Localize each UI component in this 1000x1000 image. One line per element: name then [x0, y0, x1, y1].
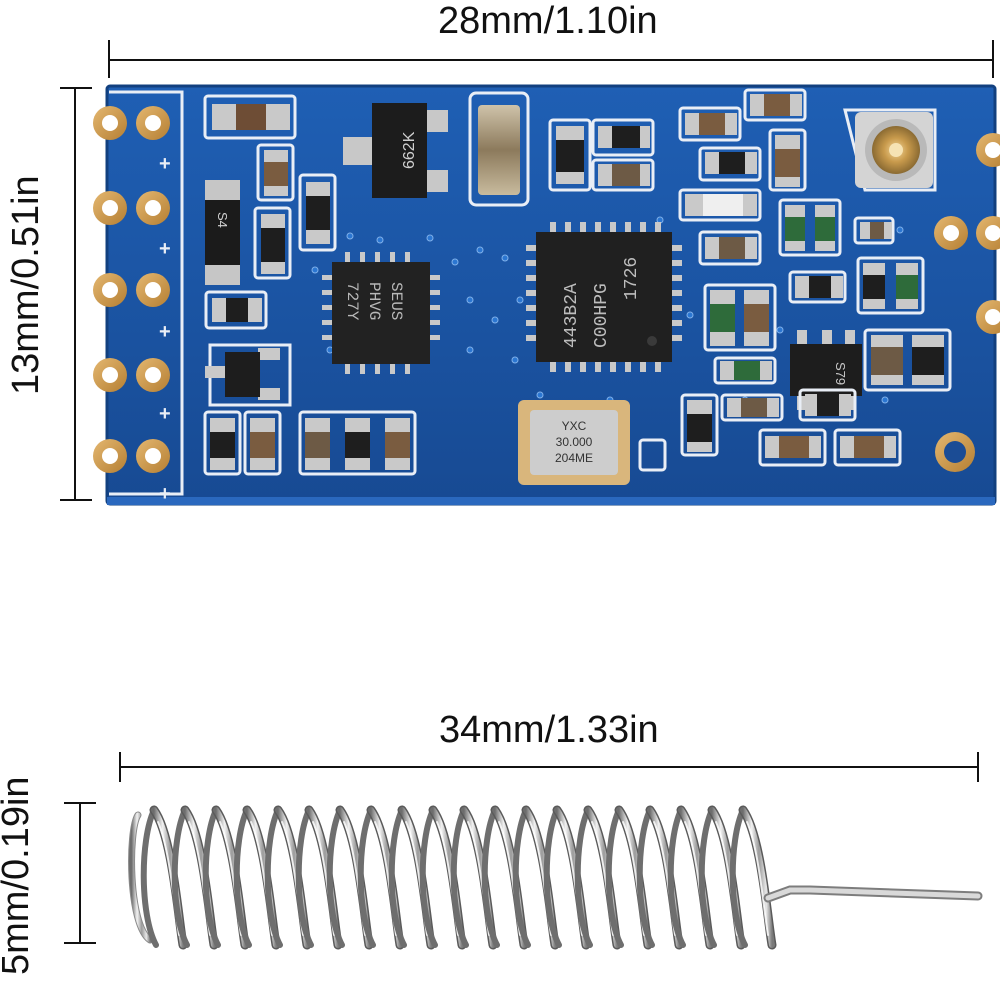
- coil-back: [171, 807, 190, 948]
- coil-back: [512, 807, 531, 948]
- antenna-coils: [140, 805, 777, 950]
- coil-back: [264, 807, 283, 948]
- voltage-regulator: 662K: [343, 103, 448, 198]
- sot23-component: [205, 343, 292, 407]
- crystal-oscillator: YXC 30.000 204ME: [518, 400, 630, 485]
- coil-front: [740, 807, 775, 948]
- coil-back: [388, 807, 407, 948]
- coil-back: [140, 807, 159, 948]
- svg-text:1726: 1726: [622, 257, 642, 300]
- svg-text:204ME: 204ME: [555, 451, 593, 465]
- svg-text:PHVG: PHVG: [365, 282, 383, 320]
- coil-back: [233, 807, 252, 948]
- antenna-diameter-dimension-line: [64, 802, 96, 944]
- pin-pads-right: [934, 133, 1000, 472]
- svg-text:443B2A: 443B2A: [562, 283, 582, 348]
- large-capacitor: [468, 91, 530, 207]
- coil-highlight: [746, 821, 769, 936]
- coil-back: [450, 807, 469, 948]
- pin-plus-marks: + + + + +: [159, 153, 171, 505]
- coil-back: [357, 807, 376, 948]
- transceiver-board: + + + + +: [93, 84, 1000, 506]
- transistor: S79: [790, 330, 862, 410]
- svg-text:C00HPG: C00HPG: [592, 283, 612, 348]
- pin-pads-left: [93, 106, 170, 473]
- svg-text:+: +: [159, 403, 171, 425]
- coil-back: [419, 807, 438, 948]
- svg-text:YXC: YXC: [562, 419, 587, 433]
- board-width-label: 28mm/1.10in: [438, 0, 658, 42]
- svg-text:+: +: [159, 238, 171, 260]
- rf-transceiver-ic: 443B2A C00HPG 1726: [526, 222, 682, 372]
- svg-text:+: +: [159, 321, 171, 343]
- svg-text:SEUS: SEUS: [387, 282, 405, 320]
- antenna-length-label: 34mm/1.33in: [439, 709, 659, 751]
- svg-text:S4: S4: [215, 212, 230, 228]
- svg-text:S79: S79: [833, 362, 848, 385]
- board-width-dimension-line: [108, 40, 994, 78]
- mcu-ic: 727Y PHVG SEUS: [322, 252, 440, 374]
- pin-header-outline: [109, 90, 184, 496]
- svg-text:30.000: 30.000: [556, 435, 593, 449]
- svg-text:727Y: 727Y: [343, 282, 361, 321]
- vias: [311, 216, 904, 404]
- board-height-dimension-line: [60, 87, 92, 501]
- coil-back: [605, 807, 624, 948]
- svg-text:662K: 662K: [401, 131, 418, 169]
- smd-passives: [203, 88, 952, 476]
- coil-back: [295, 807, 314, 948]
- coil-back: [481, 807, 500, 948]
- coil-back: [698, 807, 717, 948]
- coil-back: [326, 807, 345, 948]
- diode: S4: [205, 180, 240, 285]
- coil-back: [729, 807, 748, 948]
- svg-text:+: +: [159, 153, 171, 175]
- coil-back: [667, 807, 686, 948]
- coil-back: [202, 807, 221, 948]
- coil-back: [574, 807, 593, 948]
- coil-back: [543, 807, 562, 948]
- spring-antenna: [128, 805, 983, 950]
- svg-text:+: +: [159, 483, 171, 505]
- antenna-length-dimension-line: [119, 752, 979, 782]
- ufl-antenna-connector: [843, 108, 937, 192]
- coil-back: [636, 807, 655, 948]
